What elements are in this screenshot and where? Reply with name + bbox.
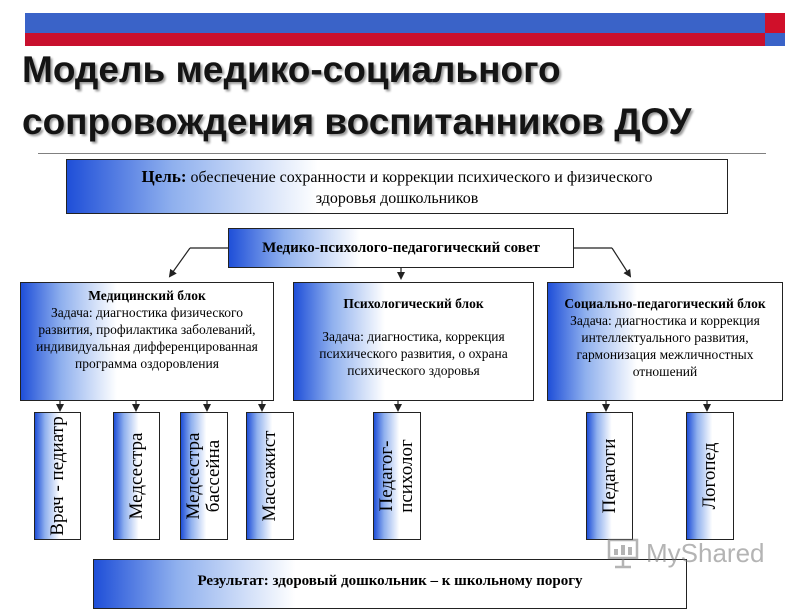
corner-square-red (765, 13, 785, 33)
slide-title-line-2: сопровождения воспитанников ДОУ (22, 101, 692, 142)
social-block: Социально-педагогический блок Задача: ди… (547, 282, 783, 401)
specialist-masseur-label: Массажист (259, 430, 280, 522)
goal-label: Цель: (141, 167, 187, 186)
arrow-to-social-block (611, 247, 632, 278)
corner-square-blue (765, 33, 785, 46)
goal-box: Цель: обеспечение сохранности и коррекци… (66, 159, 728, 214)
medical-block: Медицинский блок Задача: диагностика физ… (20, 282, 274, 401)
specialist-speech-therapist: Логопед (686, 412, 734, 540)
specialist-teachers: Педагоги (586, 412, 633, 540)
specialist-psychologist: Педагог- психолог (373, 412, 421, 540)
specialist-pediatrician-label: Врач - педиатр (46, 416, 68, 536)
psychological-block: Психологический блок Задача: диагностика… (293, 282, 534, 401)
specialist-pool-nurse-label-1: Медсестра (183, 432, 204, 520)
specialist-pediatrician: Врач - педиатр (34, 412, 81, 540)
specialist-psychologist-label-1: Педагог- (376, 440, 397, 512)
slide-title-line-1: Модель медико-социального (22, 49, 561, 90)
specialist-teachers-label: Педагоги (598, 438, 620, 514)
specialist-pool-nurse-label-2: бассейна (203, 439, 224, 513)
psychological-block-title: Психологический блок (343, 296, 484, 311)
arrow-to-medical-block (168, 247, 191, 278)
top-banner-red-stripe (25, 33, 765, 46)
medical-block-task: Задача: диагностика физического развития… (36, 305, 258, 371)
myshared-watermark: MyShared (606, 536, 786, 570)
presentation-board-icon (607, 538, 639, 569)
social-block-title: Социально-педагогический блок (564, 296, 766, 311)
result-box: Результат: здоровый дошкольник – к школь… (93, 559, 687, 609)
goal-text-line-2: здоровья дошкольников (315, 190, 479, 207)
specialist-pool-nurse: Медсестра бассейна (180, 412, 228, 540)
title-divider (38, 153, 766, 154)
specialist-masseur: Массажист (246, 412, 294, 540)
council-box: Медико-психолого-педагогический совет (228, 228, 574, 268)
goal-text-line-1: обеспечение сохранности и коррекции псих… (190, 169, 653, 186)
specialist-nurse-label: Медсестра (125, 432, 147, 520)
psychological-block-task: Задача: диагностика, коррекция психическ… (319, 329, 508, 378)
specialist-speech-therapist-label: Логопед (699, 442, 720, 510)
top-banner-blue-stripe (25, 13, 765, 33)
specialist-psychologist-label-2: психолог (396, 439, 417, 513)
medical-block-title: Медицинский блок (88, 288, 206, 303)
specialist-nurse: Медсестра (113, 412, 160, 540)
watermark-text: MyShared (646, 538, 765, 568)
social-block-task: Задача: диагностика и коррекция интеллек… (570, 313, 760, 379)
slide-title: Модель медико-социального сопровождения … (22, 44, 782, 148)
